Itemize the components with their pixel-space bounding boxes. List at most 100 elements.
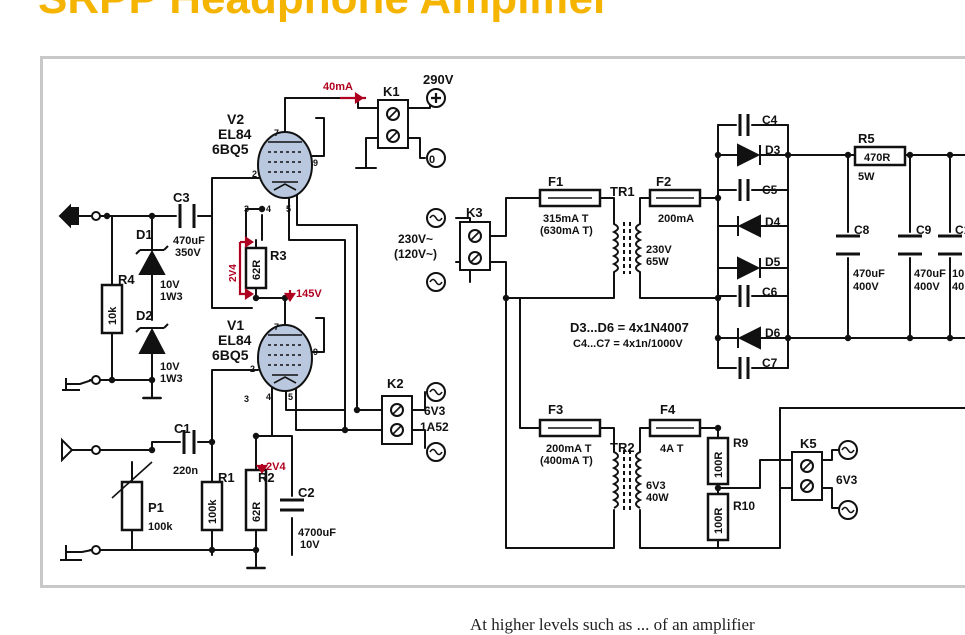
value-tr1: 230V [646,244,672,256]
output-jack-icon [58,203,93,391]
pin-label: 2 [250,364,255,374]
diode-d5 [737,256,761,280]
pin-label: 5 [286,204,291,214]
transformer-tr2-primary [611,451,619,509]
resistor-r5 [853,145,907,167]
pin-label: 3 [244,394,249,404]
label-r3: R3 [270,248,287,263]
value-c9-voltage: 400V [914,281,940,293]
tube-v1 [257,324,313,392]
pin-label: 9 [313,158,318,168]
label-v1: V1 [227,317,244,333]
label-r4: R4 [118,272,135,287]
label-zero: 0 [429,154,435,166]
label-c5: C5 [762,183,778,197]
label-f2: F2 [656,174,671,189]
value-r3: 62R [251,260,263,280]
zener-d2 [138,327,166,354]
transformer-tr1-secondary [635,223,643,273]
ground-symbols [143,396,265,570]
capacitor-c5 [738,179,750,201]
label-r10: R10 [733,499,755,513]
diode-d4 [737,214,761,238]
value-tr2-power: 40W [646,492,669,504]
value-r5-power: 5W [858,171,875,183]
capacitor-c3 [178,204,196,228]
capacitor-c8 [836,234,860,256]
pin-label: 7 [274,128,279,138]
input-jack-icon [60,437,93,561]
page-title: SRPP Headphone Amplifier [38,0,610,24]
label-k1: K1 [383,84,400,99]
value-cathode-v2: 2V4 [228,264,239,282]
value-f4: 4A T [660,443,684,455]
capacitor-c1 [182,430,196,454]
label-d4: D4 [765,215,781,229]
value-145v: 145V [296,288,322,300]
note-diodes: D3...D6 = 4x1N4007 [570,320,689,335]
label-c8: C8 [854,223,870,237]
label-c6: C6 [762,285,778,299]
value-f1: 315mA T [543,213,589,225]
label-290v: 290V [423,72,454,87]
body-text: At higher levels such as ... of an ampli… [470,615,755,634]
label-v1-type: EL84 [218,332,252,348]
value-c10-voltage: 40 [952,281,964,293]
label-tr2: TR2 [610,440,635,455]
value-c8: 470uF [853,268,885,280]
label-c10: C1 [955,223,965,237]
label-c2: C2 [298,485,315,500]
value-c9: 470uF [914,268,946,280]
voltage-arrows [238,91,366,474]
capacitor-c10 [938,234,962,256]
diode-d3 [737,143,761,167]
value-tr2: 6V3 [646,480,666,492]
junction-dots [103,151,954,554]
value-d1: 10V [160,279,180,291]
pin-label: 4 [266,204,271,214]
label-f1: F1 [548,174,563,189]
label-k5: K5 [800,436,817,451]
value-cathode-v1: 2V4 [266,461,286,473]
label-r9: R9 [733,436,749,450]
label-v1-alt: 6BQ5 [212,347,249,363]
transformer-tr1-primary [611,223,619,273]
capacitor-c9 [898,234,922,256]
resistor-r4 [100,283,124,335]
value-c10: 10 [952,268,964,280]
value-c2-voltage: 10V [300,539,320,551]
zener-d1 [138,249,166,275]
value-mains: 230V~ [398,232,433,246]
value-c8-voltage: 400V [853,281,879,293]
capacitor-c7 [738,357,750,379]
value-r2: 62R [251,502,263,522]
value-tr1-power: 65W [646,256,669,268]
value-p1: 100k [148,521,173,533]
value-d2: 10V [160,361,180,373]
value-f2: 200mA [658,213,694,225]
value-f3-alt: (400mA T) [540,455,593,467]
note-capacitors: C4...C7 = 4x1n/1000V [573,338,683,350]
label-c7: C7 [762,356,778,370]
pin-label: 4 [266,392,271,402]
resistor-r2 [244,468,268,532]
value-r5: 470R [864,152,890,164]
label-c9: C9 [916,223,932,237]
value-r4: 10k [107,306,119,325]
transformer-tr2-secondary [635,451,643,509]
capacitor-c4 [738,114,750,136]
diode-d6 [737,326,761,350]
label-d1: D1 [136,227,153,242]
value-k2: 6V3 [424,404,446,418]
pin-label: 2 [252,169,257,179]
value-k5: 6V3 [836,473,858,487]
resistor-r9 [706,436,730,486]
pot-arrow [111,461,153,499]
capacitor-c6 [738,285,750,307]
label-p1: P1 [148,500,164,515]
label-d3: D3 [765,143,781,157]
value-f3: 200mA T [546,443,592,455]
resistor-r3 [244,246,268,290]
label-f3: F3 [548,402,563,417]
